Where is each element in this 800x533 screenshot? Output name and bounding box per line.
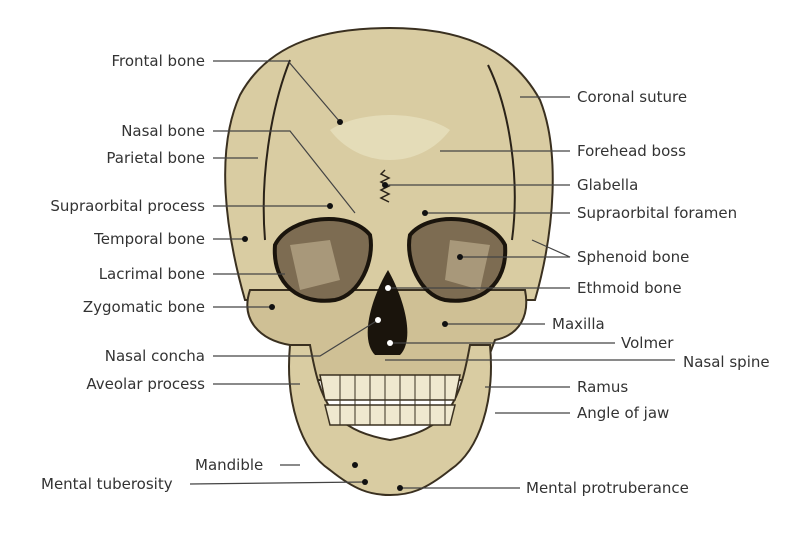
lower-teeth (324, 404, 456, 426)
label-ramus: Ramus (577, 378, 629, 396)
label-maxilla: Maxilla (552, 315, 605, 333)
label-lacrimal-bone: Lacrimal bone (98, 265, 205, 283)
label-volmer: Volmer (621, 334, 674, 352)
label-mandible: Mandible (195, 456, 264, 474)
nasal-cavity (367, 270, 408, 355)
label-angle-of-jaw: Angle of jaw (577, 404, 670, 422)
label-sphenoid-bone: Sphenoid bone (577, 248, 690, 266)
label-zygomatic-bone: Zygomatic bone (82, 298, 205, 316)
label-supraorbital-process: Supraorbital process (50, 197, 205, 215)
label-frontal-bone: Frontal bone (111, 52, 205, 70)
upper-teeth (319, 374, 461, 401)
label-coronal-suture: Coronal suture (577, 88, 688, 106)
label-mental-protruberance: Mental protruberance (526, 479, 689, 497)
label-temporal-bone: Temporal bone (94, 230, 205, 248)
label-forehead-boss: Forehead boss (577, 142, 686, 160)
leader-lines (189, 60, 675, 489)
marker-dots (242, 119, 463, 491)
label-aveolar-process: Aveolar process (86, 375, 205, 393)
forehead-highlight (330, 115, 450, 160)
label-parietal-bone: Parietal bone (106, 149, 205, 167)
label-ethmoid-bone: Ethmoid bone (577, 279, 682, 297)
label-nasal-spine: Nasal spine (683, 353, 770, 371)
label-nasal-bone: Nasal bone (121, 122, 205, 140)
coronal-suture (262, 59, 516, 241)
frontal-suture (379, 169, 391, 203)
label-glabella: Glabella (577, 176, 639, 194)
mandible (288, 344, 492, 497)
label-nasal-concha: Nasal concha (104, 347, 205, 365)
label-supraorbital-foramen: Supraorbital foramen (577, 204, 738, 222)
label-mental-tuberosity: Mental tuberosity (41, 475, 173, 493)
